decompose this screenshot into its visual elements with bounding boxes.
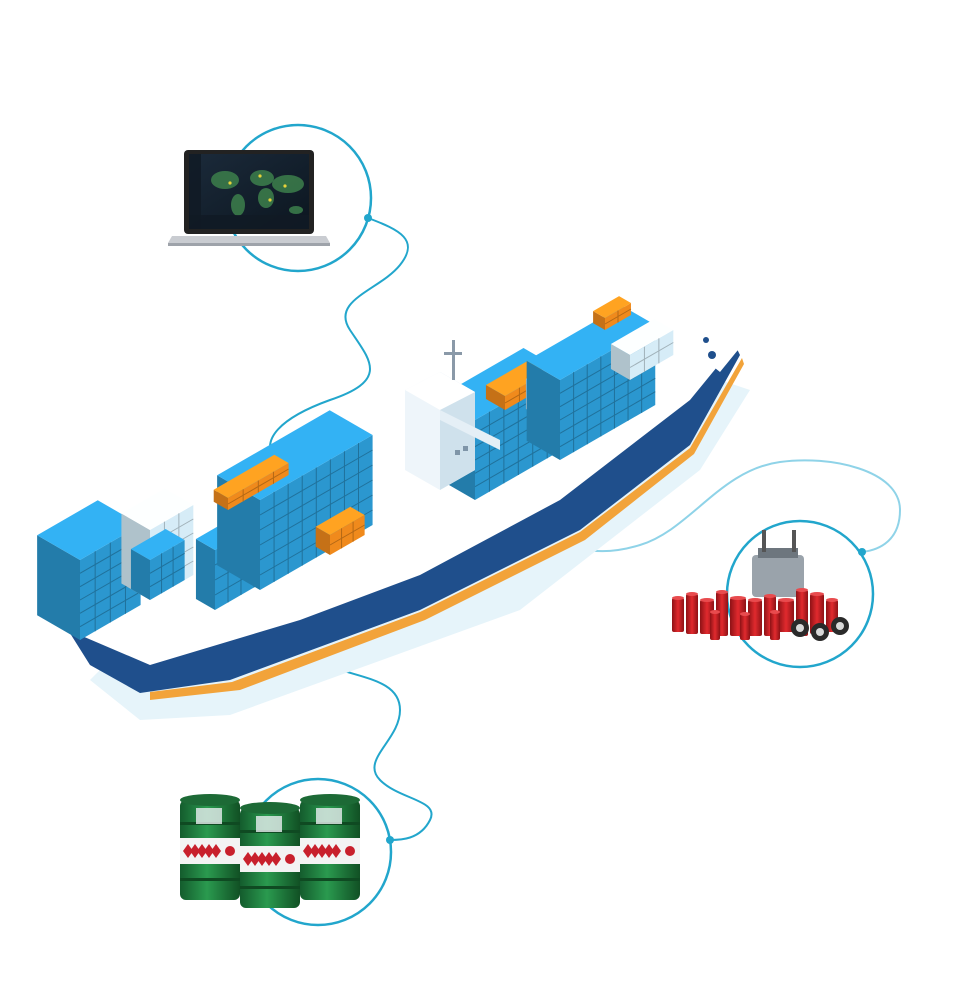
oil-drum-icon (180, 794, 360, 908)
ship-bow (680, 310, 742, 372)
node-lubricant-drums[interactable] (180, 777, 394, 927)
container-block (593, 296, 632, 330)
ship-bridge (405, 340, 500, 490)
container-block (610, 319, 674, 380)
filter-parts-icon (672, 530, 849, 641)
oil-drum (180, 794, 240, 900)
filter-cartridge (740, 612, 750, 640)
container-stacks (37, 296, 674, 640)
node-laptop[interactable] (168, 123, 373, 273)
connector-ship-parts (539, 459, 902, 553)
connector-lines (269, 217, 902, 841)
oil-drum (240, 802, 300, 908)
container-block (315, 506, 365, 555)
container-block (213, 454, 289, 510)
filter-cartridge (672, 596, 684, 632)
filter-cartridge (748, 598, 762, 636)
filter-cartridge (710, 610, 720, 640)
filter-cartridge (770, 610, 780, 640)
anchor-hole (708, 351, 716, 359)
container-block (130, 529, 185, 600)
filter-cartridge (686, 592, 698, 634)
filter-cartridge (778, 598, 794, 632)
connector-laptop-ship (269, 217, 409, 461)
connector-ship-drums (304, 649, 433, 841)
laptop-icon (168, 150, 330, 246)
node-spare-parts[interactable] (672, 519, 875, 669)
oil-drum (300, 794, 360, 900)
